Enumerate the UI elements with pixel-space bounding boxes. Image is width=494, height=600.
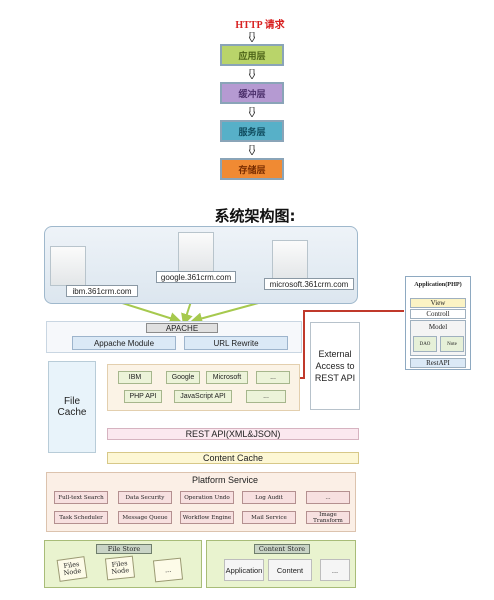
down-arrow-icon bbox=[249, 32, 255, 42]
api-more: ... bbox=[256, 371, 290, 384]
layer-service: 服务层 bbox=[220, 120, 284, 142]
down-arrow-icon bbox=[249, 145, 255, 155]
files-node: Files Node bbox=[104, 555, 136, 581]
down-arrow-icon bbox=[249, 107, 255, 117]
down-arrow-icon bbox=[249, 69, 255, 79]
view-box: View bbox=[410, 298, 466, 308]
svc-task-scheduler: Task Scheduler bbox=[54, 511, 108, 524]
architecture-title: 系统架构图: bbox=[214, 206, 296, 225]
site-thumbnail-icon bbox=[272, 240, 308, 280]
layer-buffer: 缓冲层 bbox=[220, 82, 284, 104]
apache-module: Appache Module bbox=[72, 336, 176, 350]
url-rewrite: URL Rewrite bbox=[184, 336, 288, 350]
svc-fulltext-search: Full-text Search bbox=[54, 491, 108, 504]
svc-log-audit: Log Audit bbox=[242, 491, 296, 504]
controller-box: Controll bbox=[410, 309, 466, 319]
application-title: Application(PHP) bbox=[414, 280, 462, 288]
site-thumbnail-icon bbox=[178, 232, 214, 272]
php-api: PHP API bbox=[124, 390, 162, 403]
svc-more: ... bbox=[306, 491, 350, 504]
files-node-more: ... bbox=[152, 557, 184, 583]
client-microsoft: microsoft.361crm.com bbox=[264, 278, 354, 290]
client-google: google.361crm.com bbox=[156, 271, 236, 283]
api-microsoft: Microsoft bbox=[206, 371, 248, 384]
file-cache: File Cache bbox=[48, 361, 96, 453]
client-ibm: ibm.361crm.com bbox=[66, 285, 138, 297]
content-store-application: Application bbox=[224, 559, 264, 581]
model-label: Model bbox=[428, 323, 448, 331]
layer-storage: 存储层 bbox=[220, 158, 284, 180]
external-access: External Access to REST API bbox=[310, 322, 360, 410]
svc-data-security: Data Security bbox=[118, 491, 172, 504]
rest-api-bar: REST API(XML&JSON) bbox=[107, 428, 359, 440]
svc-message-queue: Message Queue bbox=[118, 511, 172, 524]
api-google: Google bbox=[166, 371, 200, 384]
svc-operation-undo: Operation Undo bbox=[180, 491, 234, 504]
layer-application: 应用层 bbox=[220, 44, 284, 66]
file-store-label: File Store bbox=[96, 544, 152, 554]
content-store-more: ... bbox=[320, 559, 350, 581]
svc-workflow-engine: Workflow Engine bbox=[180, 511, 234, 524]
files-node: Files Node bbox=[56, 556, 88, 582]
dao-box: DAO bbox=[413, 336, 437, 352]
api-more: ... bbox=[246, 390, 286, 403]
content-store-content: Content bbox=[268, 559, 312, 581]
note-box: Note bbox=[440, 336, 464, 352]
content-store-label: Content Store bbox=[254, 544, 310, 554]
restapi-box: RestAPI bbox=[410, 358, 466, 368]
api-ibm: IBM bbox=[118, 371, 152, 384]
platform-title: Platform Service bbox=[191, 475, 259, 485]
content-cache-bar: Content Cache bbox=[107, 452, 359, 464]
http-request-label: HTTP 请求 bbox=[235, 19, 285, 31]
svc-mail-service: Mail Service bbox=[242, 511, 296, 524]
apache-label: APACHE bbox=[146, 323, 218, 333]
site-thumbnail-icon bbox=[50, 246, 86, 286]
javascript-api: JavaScript API bbox=[174, 390, 232, 403]
svc-image-transform: Image Transform bbox=[306, 511, 350, 524]
